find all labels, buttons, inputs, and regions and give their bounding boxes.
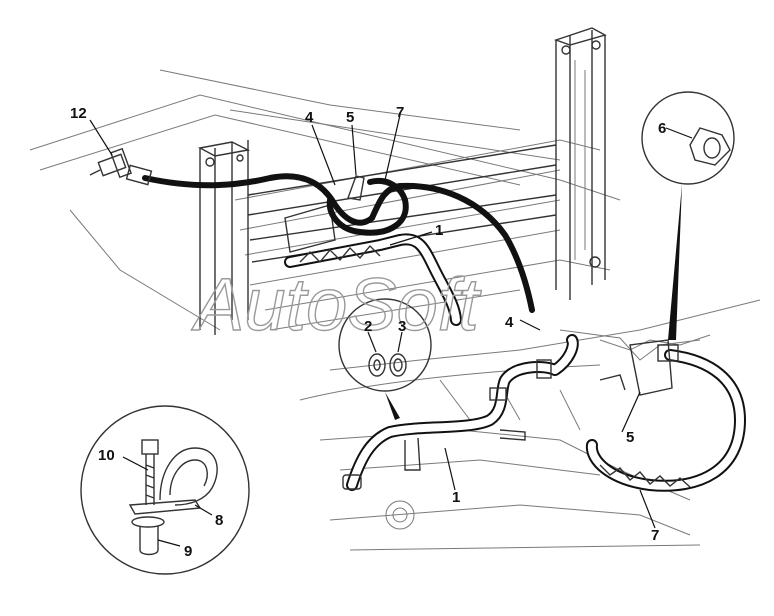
callout-1-upper: 1 [435, 222, 443, 239]
pipe-1-lower [342, 334, 579, 491]
fitting-12 [89, 147, 153, 186]
callout-4-upper: 4 [305, 109, 314, 126]
callout-8: 8 [215, 512, 223, 529]
clamp-5-upper [347, 175, 365, 201]
detail-clamp [80, 405, 250, 575]
hose-4-upper [142, 173, 535, 313]
detail-nut [641, 91, 735, 340]
callout-5-lower: 5 [626, 429, 634, 446]
callout-7-lower: 7 [651, 527, 659, 544]
callout-2: 2 [364, 318, 372, 335]
machine-frame [29, 27, 761, 551]
bracket-5-lower [599, 339, 679, 396]
callout-5-upper: 5 [346, 109, 354, 126]
callouts: 12 4 5 7 1 2 3 4 6 5 1 7 10 8 9 [70, 104, 666, 560]
watermark-text: AutoSoft [191, 263, 482, 346]
callout-10: 10 [98, 447, 115, 464]
callout-4-lower: 4 [505, 314, 514, 331]
callout-7-upper: 7 [396, 104, 404, 121]
callout-12: 12 [70, 105, 87, 122]
tube-1-upper [284, 233, 462, 326]
callout-9: 9 [184, 543, 192, 560]
callout-1-lower: 1 [452, 489, 460, 506]
hose-7-lower [585, 349, 746, 492]
detail-washers [338, 298, 432, 420]
callout-6: 6 [658, 120, 666, 137]
leader-lines [89, 114, 693, 547]
callout-3: 3 [398, 318, 406, 335]
